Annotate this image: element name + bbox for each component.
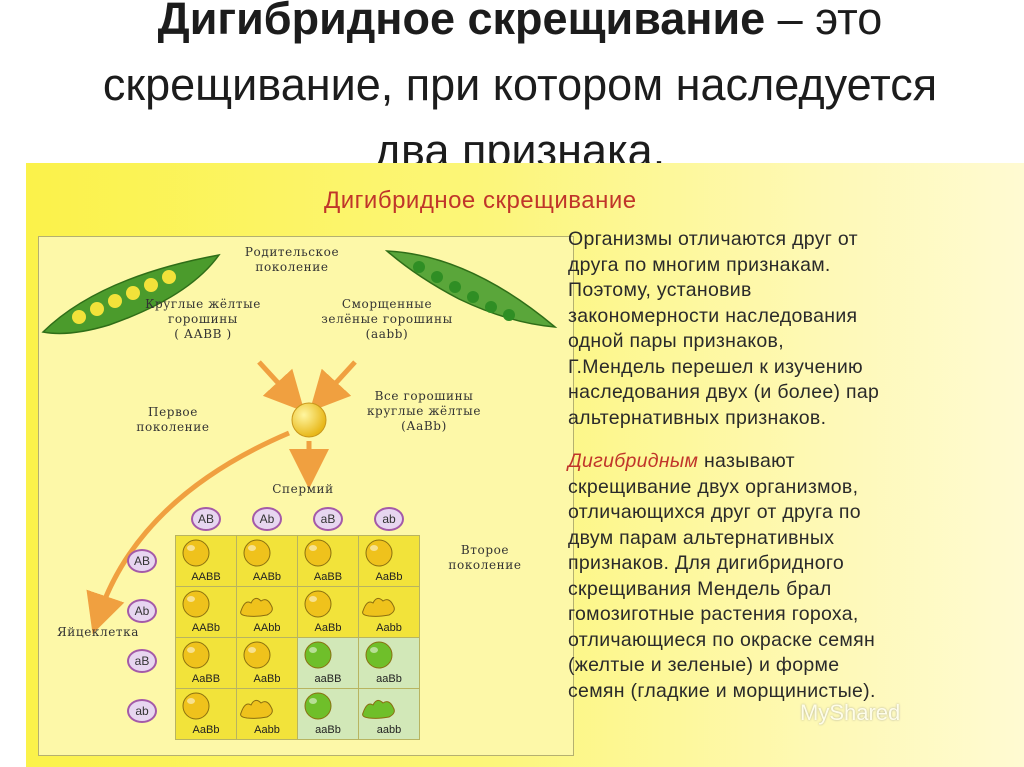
paragraph-2-rest: называют скрещивание двух организмов, от… [568,450,876,702]
punnett-row: AaBB AaBb aaBB aaBb [175,637,420,689]
punnett-cell: AaBb [297,586,359,638]
egg-label: Яйцеклетка [56,625,140,639]
f1-pea-icon [291,402,327,438]
text-column: Организмы отличаются друг от друга по мн… [568,227,1018,722]
round-green-pea-icon [365,641,393,669]
round-yellow-pea-icon [365,539,393,567]
parent-right-label: Сморщенные зелёные горошины (aabb) [321,297,453,341]
sperm-gamete: ab [374,507,404,531]
genotype-label: AABB [191,571,221,583]
first-generation-label: Первое поколение [136,405,210,434]
wrinkled-yellow-pea-icon [240,699,273,719]
round-yellow-pea-icon [304,590,332,618]
genotype-label: AaBb [253,673,281,685]
punnett-cell: aabb [358,688,420,740]
arrow-parent-right [309,360,357,412]
round-green-pea-icon [304,692,332,720]
pea-pod-left-icon [41,253,221,335]
punnett-row: AaBb Aabb aaBb aabb [175,688,420,740]
genotype-label: Aabb [376,622,402,634]
genotype-label: AaBb [314,622,342,634]
punnett-cell: AAbb [236,586,298,638]
genotype-label: AaBB [313,571,343,583]
punnett-row: AABb AAbb AaBb Aabb [175,586,420,638]
panel-heading: Дигибридное скрещивание [324,187,637,214]
second-generation-label: Второе поколение [448,543,522,572]
punnett-cell: AABB [175,535,237,587]
round-yellow-pea-icon [182,641,210,669]
genotype-label: AaBb [375,571,403,583]
diagram-graphics [41,250,558,634]
dihybrid-diagram: Родительское поколение Круглые жёлтые го… [38,236,574,756]
punnett-cell: aaBb [297,688,359,740]
parent-generation-label: Родительское поколение [244,245,340,274]
round-yellow-pea-icon [182,590,210,618]
round-yellow-pea-icon [182,539,210,567]
round-yellow-pea-icon [243,539,271,567]
genotype-label: AAbb [253,622,281,634]
genotype-label: AaBb [192,724,220,736]
sperm-gamete: АВ [191,507,221,531]
slide-title: Дигибридное скрещивание – это скрещивани… [60,0,980,184]
watermark: MyShared [800,700,901,725]
arrow-parent-left [257,360,305,412]
genotype-label: AABb [252,571,282,583]
punnett-cell: AaBB [297,535,359,587]
paragraph-1: Организмы отличаются друг от друга по мн… [568,228,880,429]
round-yellow-pea-icon [243,641,271,669]
genotype-label: AABb [191,622,221,634]
arrow-to-egg [86,430,290,634]
punnett-cell: aaBB [297,637,359,689]
punnett-cell: AABb [236,535,298,587]
punnett-cell: AABb [175,586,237,638]
egg-gamete: аВ [127,649,157,673]
round-yellow-pea-icon [182,692,210,720]
punnett-cell: Aabb [358,586,420,638]
content-panel: Дигибридное скрещивание [26,163,1024,767]
genotype-label: aabb [376,724,402,736]
pea-pod-right-icon [384,250,558,328]
egg-gamete: ab [127,699,157,723]
punnett-cell: Aabb [236,688,298,740]
term-dihybrid: Дигибридным [568,450,699,472]
sperm-gamete: Аb [252,507,282,531]
punnett-cell: AaBb [236,637,298,689]
punnett-cell: AaBB [175,637,237,689]
f1-description-label: Все горошины круглые жёлтые (АаВb) [366,389,482,433]
egg-gamete: Аb [127,599,157,623]
title-bold: Дигибридное скрещивание [157,0,766,44]
punnett-cell: aaBb [358,637,420,689]
genotype-label: AaBB [191,673,221,685]
sperm-label: Спермий [272,482,334,496]
genotype-label: aaBb [376,673,402,685]
egg-gamete: АВ [127,549,157,573]
wrinkled-yellow-pea-icon [362,597,395,617]
sperm-gamete: аВ [313,507,343,531]
genotype-label: Aabb [254,724,280,736]
round-green-pea-icon [304,641,332,669]
parent-left-label: Круглые жёлтые горошины ( ААВВ ) [145,297,261,341]
punnett-cell: AaBb [358,535,420,587]
paragraph-2: Дигибридным называют скрещивание двух ор… [568,449,1018,704]
wrinkled-green-pea-icon [362,699,395,719]
punnett-cell: AaBb [175,688,237,740]
punnett-row: AABB AABb AaBB AaBb [175,535,420,587]
round-yellow-pea-icon [304,539,332,567]
genotype-label: aaBB [314,673,342,685]
wrinkled-yellow-pea-icon [240,597,273,617]
genotype-label: aaBb [315,724,341,736]
title-rest: – это скрещивание, при котором наследует… [102,0,938,176]
